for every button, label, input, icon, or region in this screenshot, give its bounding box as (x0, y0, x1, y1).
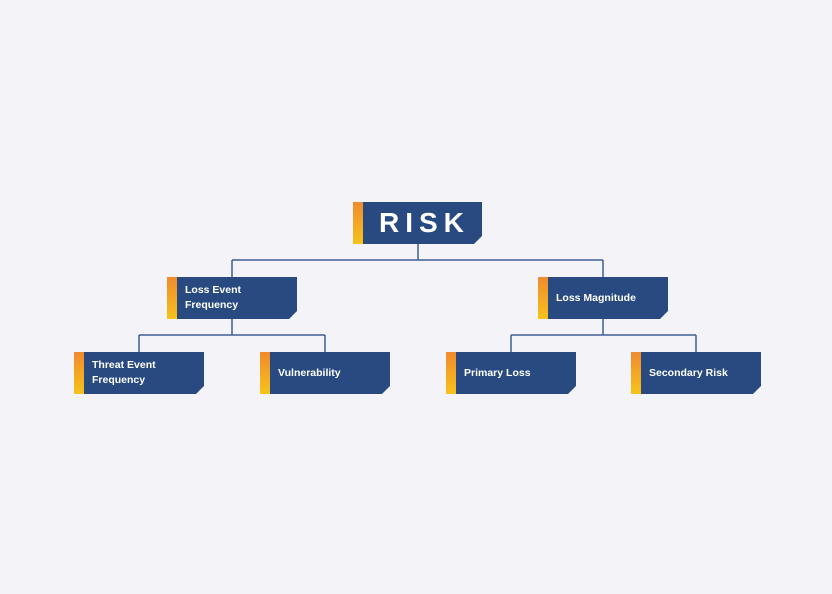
risk-node: RISK (353, 202, 482, 244)
loss-event-frequency-node: Loss Event Frequency (167, 277, 297, 319)
accent-bar (167, 277, 177, 319)
loss-magnitude-node: Loss Magnitude (538, 277, 668, 319)
loss-event-frequency-label: Loss Event Frequency (185, 284, 242, 311)
accent-bar (260, 352, 270, 394)
risk-node-label: RISK (379, 207, 470, 238)
vulnerability-node: Vulnerability (260, 352, 390, 394)
secondary-risk-node: Secondary Risk (631, 352, 761, 394)
threat-event-frequency-node: Threat Event Frequency (74, 352, 204, 394)
accent-bar (538, 277, 548, 319)
secondary-risk-label: Secondary Risk (649, 366, 728, 379)
accent-bar (631, 352, 641, 394)
loss-magnitude-label: Loss Magnitude (556, 291, 636, 304)
accent-bar (446, 352, 456, 394)
accent-bar (353, 202, 363, 244)
primary-loss-node: Primary Loss (446, 352, 576, 394)
primary-loss-label: Primary Loss (464, 366, 531, 379)
vulnerability-label: Vulnerability (278, 366, 341, 379)
accent-bar (74, 352, 84, 394)
threat-event-frequency-label: Threat Event Frequency (92, 359, 156, 386)
